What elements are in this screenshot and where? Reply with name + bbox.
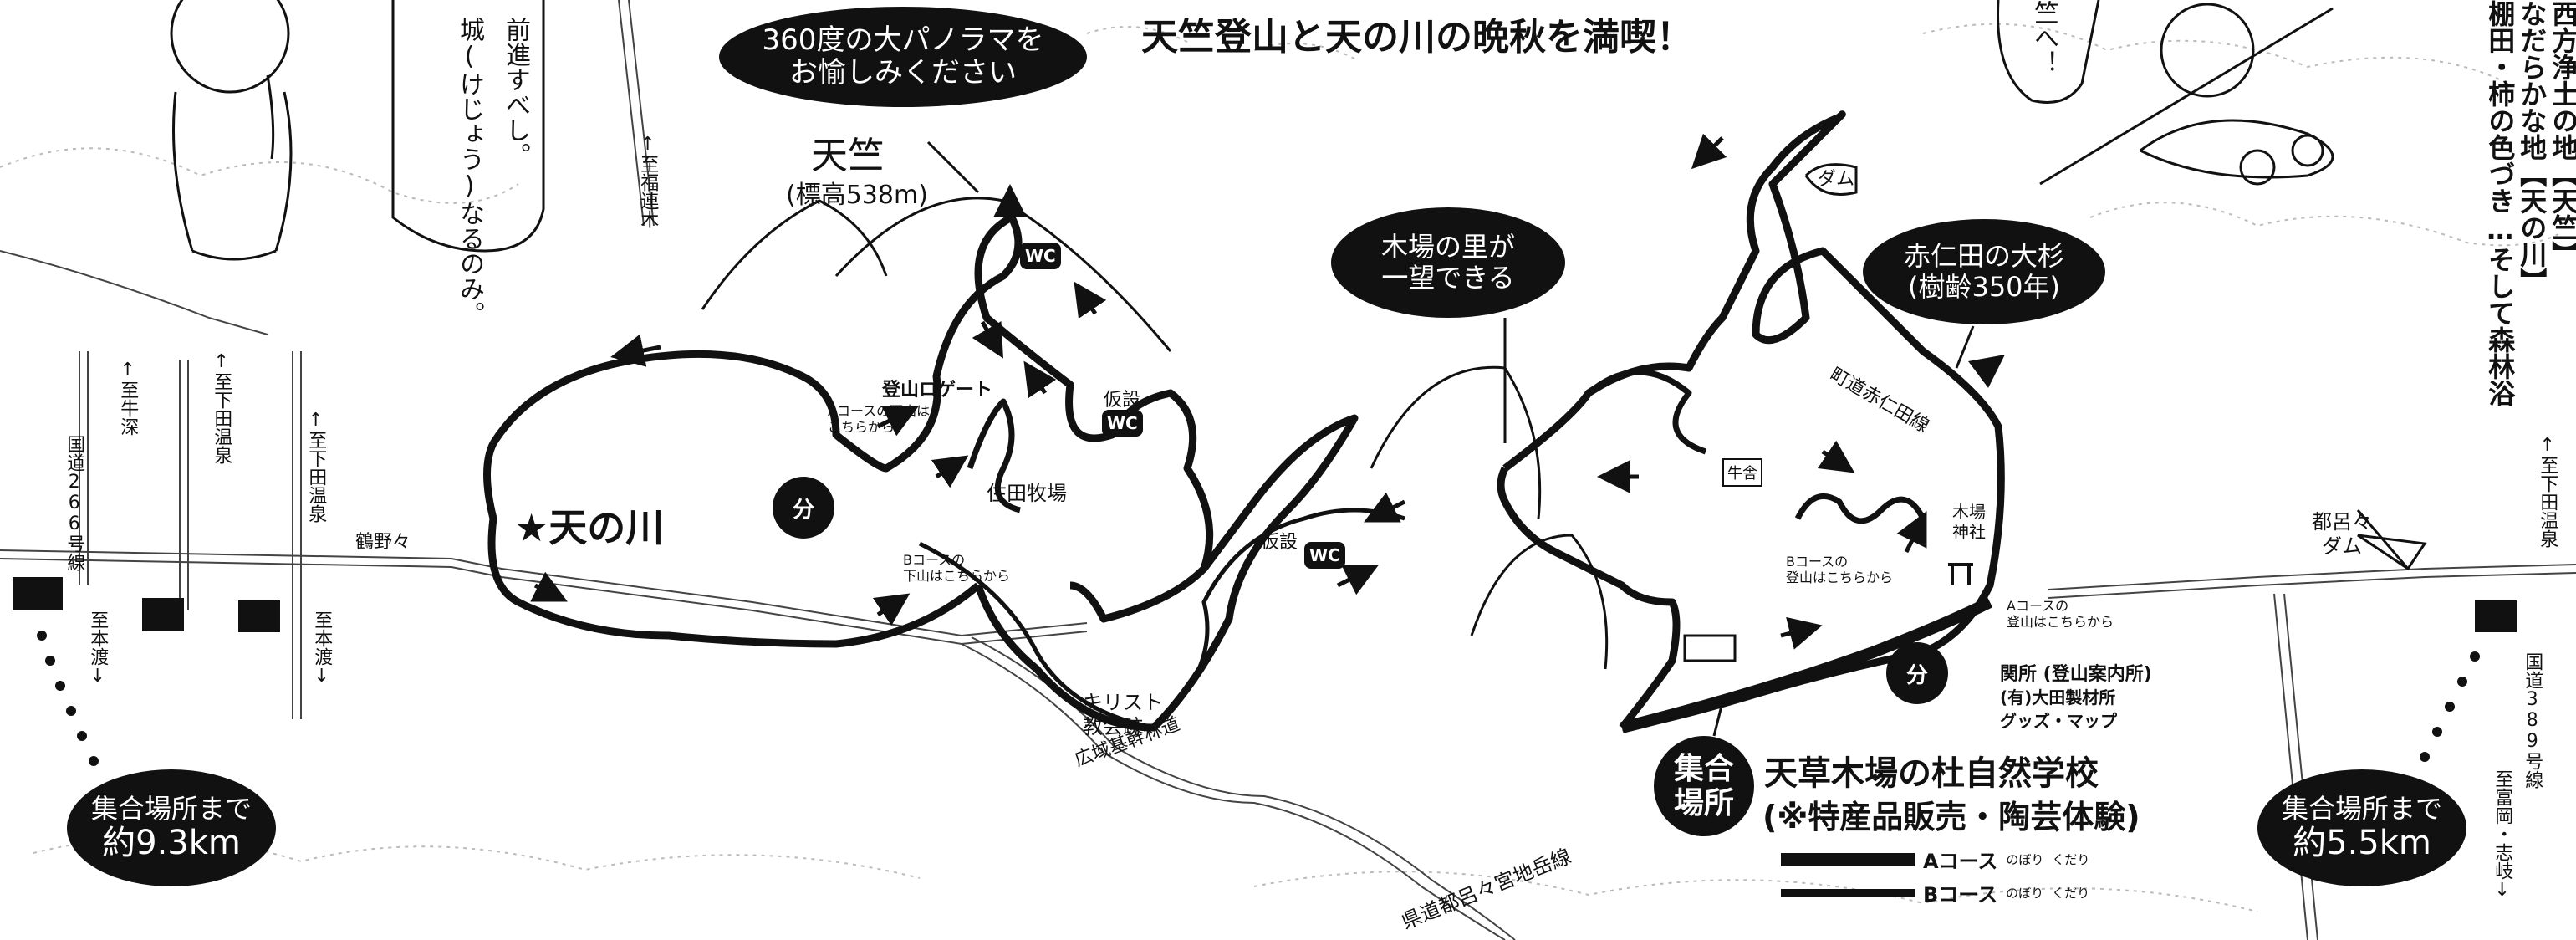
buddha-illustration bbox=[170, 0, 293, 261]
legend-b-up: のぼり bbox=[2006, 886, 2044, 901]
legend-b-course: Bコース のぼり くだり bbox=[1781, 878, 2089, 907]
akanita-callout: 赤仁田の大杉 (樹齢350年) bbox=[1863, 219, 2105, 324]
panorama-callout-line-1: 360度の大パノラマを bbox=[762, 23, 1044, 57]
akanita-callout-line-1: 赤仁田の大杉 bbox=[1903, 240, 2064, 273]
b-climb-note: Bコースの 登山はこちらから bbox=[1786, 554, 1894, 586]
intro-line-2: なだらかな地【天の川】 bbox=[2516, 0, 2548, 294]
sekisho-line-1: 関所 (登山案内所) bbox=[2000, 664, 2152, 685]
meeting-place-badge-line-1: 集合 bbox=[1673, 751, 1734, 786]
meeting-place-badge-line-2: 場所 bbox=[1673, 786, 1734, 820]
callout-pointers bbox=[926, 140, 2410, 737]
gate-label: 登山ロゲート bbox=[882, 380, 993, 401]
meeting-dotted-lines bbox=[37, 631, 2480, 766]
school-sub: (※特産品販売・陶芸体験) bbox=[1762, 799, 2140, 835]
meeting-distance-right: 集合場所まで 約5.5km bbox=[2257, 769, 2466, 886]
summit-name: 天竺 bbox=[811, 135, 885, 177]
legend-a-down: くだり bbox=[2052, 852, 2090, 867]
ushi-sign: 牛舎 bbox=[1722, 458, 1762, 487]
a-descent-note: Aコースの下山は こちらから bbox=[828, 403, 931, 436]
sumita-farm-label: 住田牧場 bbox=[987, 482, 1067, 505]
meeting-distance-left-line-1: 集合場所まで bbox=[90, 792, 252, 825]
b-course-route bbox=[1497, 110, 2005, 732]
kibaba-callout-line-2: 一望できる bbox=[1381, 262, 1515, 294]
sekisho-line-3: グッズ・マップ bbox=[2000, 711, 2117, 731]
kibaba-callout: 木場の里が 一望できる bbox=[1331, 207, 1565, 318]
wc-kasetsu-2: WC bbox=[1304, 542, 1345, 569]
legend-b-swatch bbox=[1781, 889, 1915, 897]
to-hondo-2: 至本渡↓ bbox=[311, 610, 333, 687]
to-shimoda-2: ↑至下田温泉 bbox=[305, 410, 327, 523]
panorama-callout-line-2: お愉しみください bbox=[789, 56, 1017, 89]
legend-a-label: Aコース bbox=[1923, 850, 1998, 873]
dam-features bbox=[1804, 163, 2427, 571]
meeting-distance-right-line-1: 集合場所まで bbox=[2281, 792, 2442, 825]
kibaba-callout-line-1: 木場の里が bbox=[1380, 231, 1515, 263]
buddha-speech-line-1: 前進すべし。 bbox=[501, 17, 530, 167]
monkey-speech-bubble bbox=[1997, 0, 2100, 104]
to-gyushin: ↑至牛深 bbox=[117, 360, 139, 436]
route-266: 国道266号線 bbox=[64, 435, 85, 571]
route-389: 国道389号線 bbox=[2522, 652, 2543, 789]
intro-line-1: 西方浄土の地【天竺】 bbox=[2548, 0, 2576, 268]
wc-summit: WC bbox=[1020, 243, 1061, 269]
sekisho-line-2: (有)大田製材所 bbox=[2000, 687, 2116, 708]
to-fukurenki: ↑至福連木 bbox=[637, 134, 659, 228]
amanogawa-label: ★天の川 bbox=[514, 505, 665, 550]
panorama-callout: 360度の大パノラマを お愉しみください bbox=[719, 7, 1087, 107]
church-label: キリスト 教会跡 bbox=[1083, 691, 1163, 738]
kasetsu-label-1: 仮設 bbox=[1104, 390, 1141, 411]
legend-a-up: のぼり bbox=[2006, 852, 2044, 867]
left-roads bbox=[0, 0, 2318, 940]
tsurunono-label: 鶴野々 bbox=[355, 532, 411, 553]
kiba-shrine-label: 木場 神社 bbox=[1952, 502, 1986, 542]
monkey-speech: 竺へ！ bbox=[2029, 0, 2058, 75]
kasetsu-label-2: 仮設 bbox=[1261, 532, 1298, 553]
summit-peak-icon bbox=[993, 184, 1027, 217]
summit-elevation: (標高538m) bbox=[786, 181, 928, 210]
legend-a-swatch bbox=[1781, 852, 1915, 866]
a-course-route bbox=[483, 213, 1359, 732]
to-shimoda-right: ↑至下田温泉 bbox=[2537, 435, 2558, 548]
junction-marker-left: 分 bbox=[773, 477, 834, 539]
to-tomioka: 至富岡・志岐↓ bbox=[2492, 769, 2513, 901]
building-blocks bbox=[13, 577, 2517, 632]
school-name: 天草木場の杜自然学校 bbox=[1764, 754, 2099, 793]
akanita-callout-line-2: (樹齢350年) bbox=[1907, 271, 2061, 303]
meeting-distance-left: 集合場所まで 約9.3km bbox=[67, 769, 276, 886]
meeting-distance-left-line-2: 約9.3km bbox=[102, 824, 241, 863]
toroko-dam-label: 都呂々 ダム bbox=[2312, 510, 2372, 558]
legend-a-course: Aコース のぼり くだり bbox=[1781, 845, 2089, 874]
buddha-speech-bubble bbox=[391, 0, 545, 253]
switchback-trails bbox=[967, 369, 1926, 524]
legend-b-down: くだり bbox=[2052, 886, 2090, 901]
main-road bbox=[0, 549, 2576, 646]
wc-kasetsu-1: WC bbox=[1102, 410, 1143, 437]
torii-icon bbox=[1948, 563, 1973, 585]
a-course-lower-segment bbox=[1620, 596, 1993, 733]
meeting-place-badge: 集合 場所 bbox=[1654, 736, 1754, 836]
monkey-illustration bbox=[2039, 3, 2334, 186]
buddha-speech-line-2: 城(けじょう)なるのみ。 bbox=[455, 17, 484, 326]
a-climb-note: Aコースの 登山はこちらから bbox=[2007, 598, 2114, 631]
headline: 天竺登山と天の川の晩秋を満喫！ bbox=[1141, 16, 1693, 59]
to-shimoda-1: ↑至下田温泉 bbox=[211, 351, 232, 464]
b-descent-note: Bコースの 下山はこちらから bbox=[903, 552, 1011, 585]
dam-top-label: ダム bbox=[1818, 169, 1855, 190]
to-hondo-1: 至本渡↓ bbox=[87, 610, 109, 687]
junction-marker-right: 分 bbox=[1886, 642, 1948, 704]
meeting-distance-right-line-2: 約5.5km bbox=[2293, 824, 2431, 863]
legend-b-label: Bコース bbox=[1923, 883, 1998, 907]
intro-line-3: 棚田・柿の色づき…そして森林浴 bbox=[2484, 0, 2517, 406]
school-building-icon bbox=[1683, 634, 1737, 662]
direction-arrows bbox=[530, 133, 2005, 650]
